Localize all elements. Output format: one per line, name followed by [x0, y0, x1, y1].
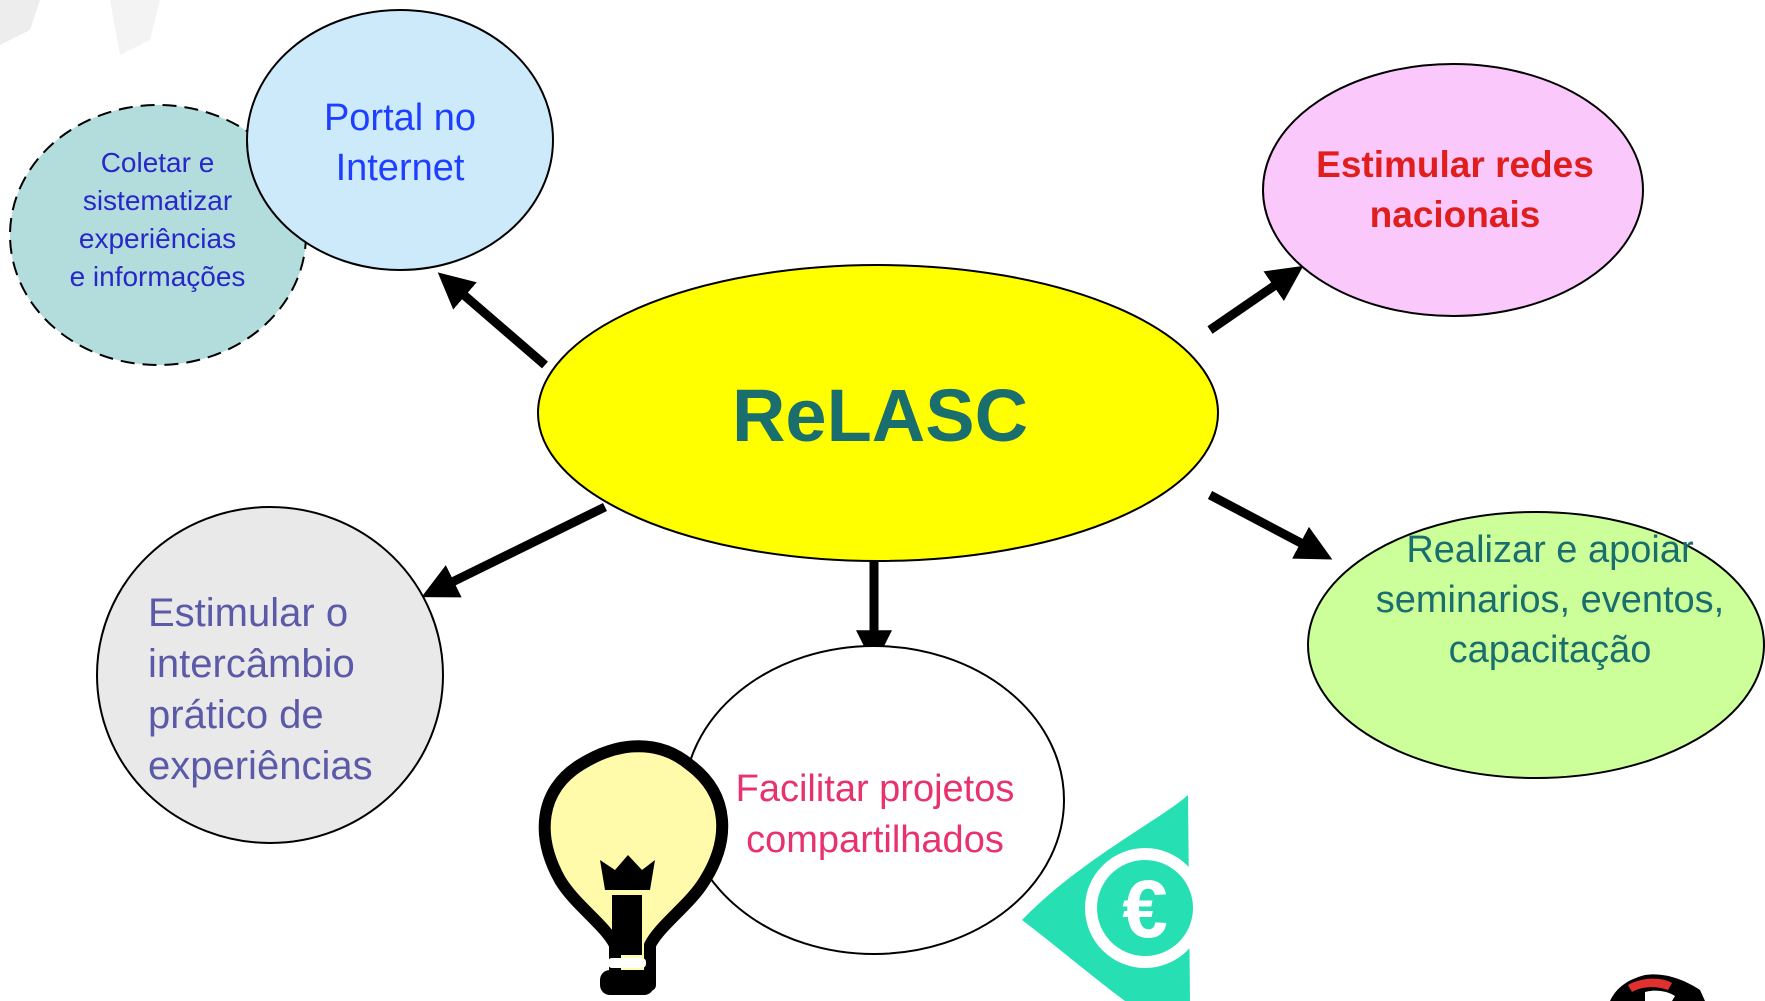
node-redes-label: Estimular redes nacionais	[1316, 144, 1594, 235]
center-node	[537, 264, 1219, 562]
node-redes	[1262, 63, 1644, 317]
arrow-to-redes	[1207, 265, 1304, 334]
lightbulb-icon	[538, 740, 729, 995]
center-label: ReLASC	[731, 373, 1029, 457]
arrow-to-intercambio	[421, 502, 607, 598]
node-seminarios-label: Realizar e apoiar seminarios, eventos, c…	[1375, 529, 1725, 671]
euro-icon: €	[1022, 795, 1205, 1001]
node-portal	[246, 9, 554, 271]
svg-text:€: €	[1122, 864, 1168, 955]
node-seminarios	[1307, 511, 1765, 779]
logo-icon	[1610, 974, 1705, 1001]
node-portal-label: Portal no Internet	[323, 97, 477, 189]
node-projetos-label: Facilitar projetos compartilhados	[735, 768, 1015, 861]
node-intercambio	[96, 506, 444, 844]
arrow-to-portal	[437, 272, 548, 369]
node-coletar-label: Coletar e sistematizar experiências e in…	[69, 147, 246, 292]
corner-decoration-top-left	[0, 0, 160, 55]
arrow-to-seminarios	[1207, 491, 1333, 560]
node-intercambio-label: Estimular o intercâmbio prático de exper…	[148, 591, 373, 788]
